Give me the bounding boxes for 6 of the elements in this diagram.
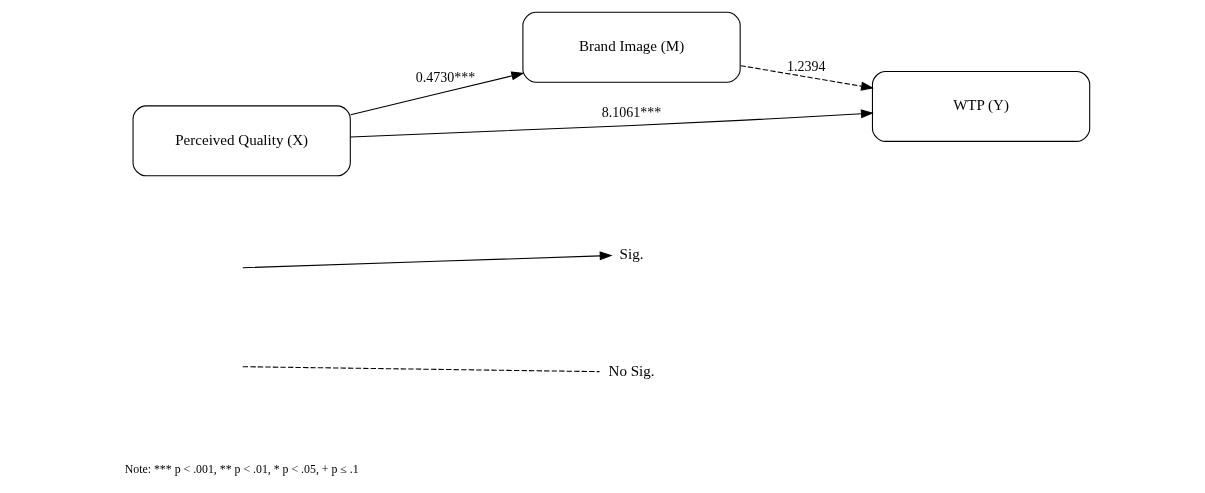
- legend-label: No Sig.: [608, 363, 655, 380]
- legend-label: Sig.: [619, 245, 644, 262]
- label: Note: *** p < .001, ** p < .01, * p < .05, + p ≤ .1: [124, 461, 359, 476]
- edge-label: 8.1061***: [601, 104, 662, 120]
- edge-label: 1.2394: [787, 59, 826, 75]
- edge-label: 0.4730***: [415, 70, 476, 86]
